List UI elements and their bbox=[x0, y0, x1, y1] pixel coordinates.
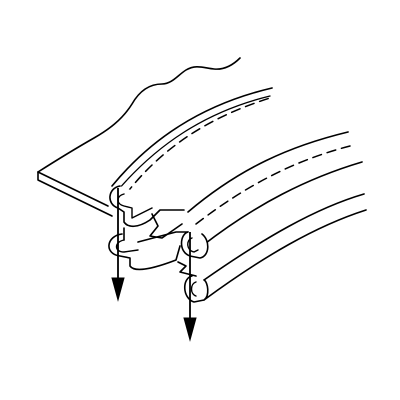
lower-folded-band bbox=[187, 131, 367, 301]
left-upper-hook bbox=[109, 185, 185, 228]
base-fabric-front-edge-a bbox=[37, 171, 113, 217]
upper-stitch-line bbox=[125, 97, 271, 195]
left-lower-hook bbox=[108, 233, 181, 271]
right-fold-profile bbox=[177, 231, 209, 303]
lower-stitch-line bbox=[195, 145, 351, 225]
base-fabric-layer bbox=[37, 57, 241, 217]
base-fabric-front-edge-b bbox=[37, 171, 109, 207]
right-lower-loop bbox=[183, 275, 209, 303]
base-fabric-top-edge bbox=[37, 57, 241, 173]
left-lower-connector bbox=[123, 227, 189, 243]
right-lower-loop-inner bbox=[190, 281, 197, 297]
right-upper-loop bbox=[180, 231, 209, 259]
upper-band-back-edge bbox=[111, 87, 273, 187]
left-fold-profile-lower bbox=[108, 227, 189, 271]
left-upper-hook-inner bbox=[117, 193, 153, 219]
lower-band-middle-edge bbox=[201, 161, 363, 247]
right-middle-tab bbox=[177, 261, 197, 277]
needle-arrow-left bbox=[111, 188, 125, 302]
upper-folded-band bbox=[111, 87, 273, 195]
lower-band-top-edge bbox=[187, 131, 349, 213]
lower-band-bottom-edge-a bbox=[203, 193, 365, 281]
upper-band-back-edge-inner bbox=[117, 95, 271, 191]
lower-band-bottom-edge-b bbox=[203, 209, 367, 301]
needle-arrow-right-head bbox=[183, 317, 197, 342]
left-lower-hook-inner bbox=[115, 239, 139, 253]
needle-arrow-left-head bbox=[111, 277, 125, 302]
needle-arrow-right bbox=[183, 232, 197, 342]
left-fold-profile-upper bbox=[109, 185, 185, 239]
